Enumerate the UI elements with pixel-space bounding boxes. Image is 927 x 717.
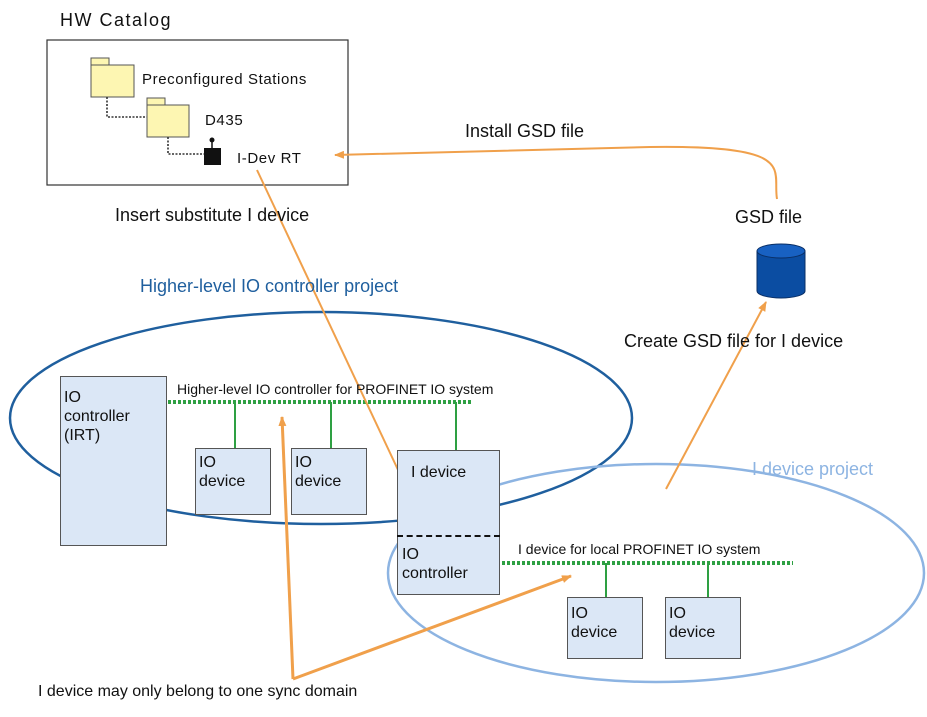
io-controller-irt-box: IO controller (IRT): [60, 376, 167, 546]
folder-icon: [146, 97, 190, 138]
sync-domain-arrow: [292, 574, 572, 681]
install-gsd-label: Install GSD file: [465, 121, 585, 141]
io-device-label: IO device: [295, 454, 342, 490]
device-icon: [204, 137, 221, 165]
tree-connector: [106, 97, 147, 118]
gsd-file-label: GSD file: [735, 207, 803, 227]
catalog-item-preconfigured-stations: Preconfigured Stations: [142, 71, 307, 88]
io-controller-irt-label: IO controller (IRT): [64, 389, 130, 444]
io-device-box: IO device: [291, 448, 367, 515]
catalog-item-i-dev-rt: I-Dev RT: [237, 150, 302, 167]
higher-level-project-label: Higher-level IO controller project: [140, 276, 399, 296]
io-device-box: IO device: [567, 597, 643, 659]
sync-domain-arrow: [278, 416, 295, 680]
i-device-label: I device: [411, 464, 467, 481]
io-device-box: IO device: [665, 597, 741, 659]
install-gsd-arrow: [334, 145, 778, 200]
sync-domain-note: I device may only belong to one sync dom…: [38, 683, 358, 700]
hw-catalog-title: HW Catalog: [60, 10, 173, 30]
i-device-divider: [397, 535, 500, 537]
io-device-box: IO device: [195, 448, 271, 515]
i-device-box: I device IO controller: [397, 450, 500, 595]
io-device-label: IO device: [199, 454, 246, 490]
create-gsd-arrow: [665, 301, 767, 490]
create-gsd-label: Create GSD file for I device: [624, 331, 844, 351]
catalog-item-d435: D435: [205, 112, 244, 129]
i-device-project-ellipse: [386, 462, 926, 684]
folder-icon: [90, 57, 135, 98]
i-device-project-label: I device project: [752, 459, 874, 479]
local-system-label: I device for local PROFINET IO system: [518, 541, 761, 557]
insert-substitute-label: Insert substitute I device: [115, 205, 310, 225]
io-device-label: IO device: [669, 605, 716, 641]
higher-level-project-ellipse: [8, 310, 634, 526]
insert-substitute-arrow: [256, 169, 408, 490]
higher-level-system-label: Higher-level IO controller for PROFINET …: [177, 381, 494, 397]
io-controller-label: IO controller: [402, 546, 468, 582]
io-device-label: IO device: [571, 605, 618, 641]
gsd-file-cylinder-icon: [756, 243, 806, 299]
